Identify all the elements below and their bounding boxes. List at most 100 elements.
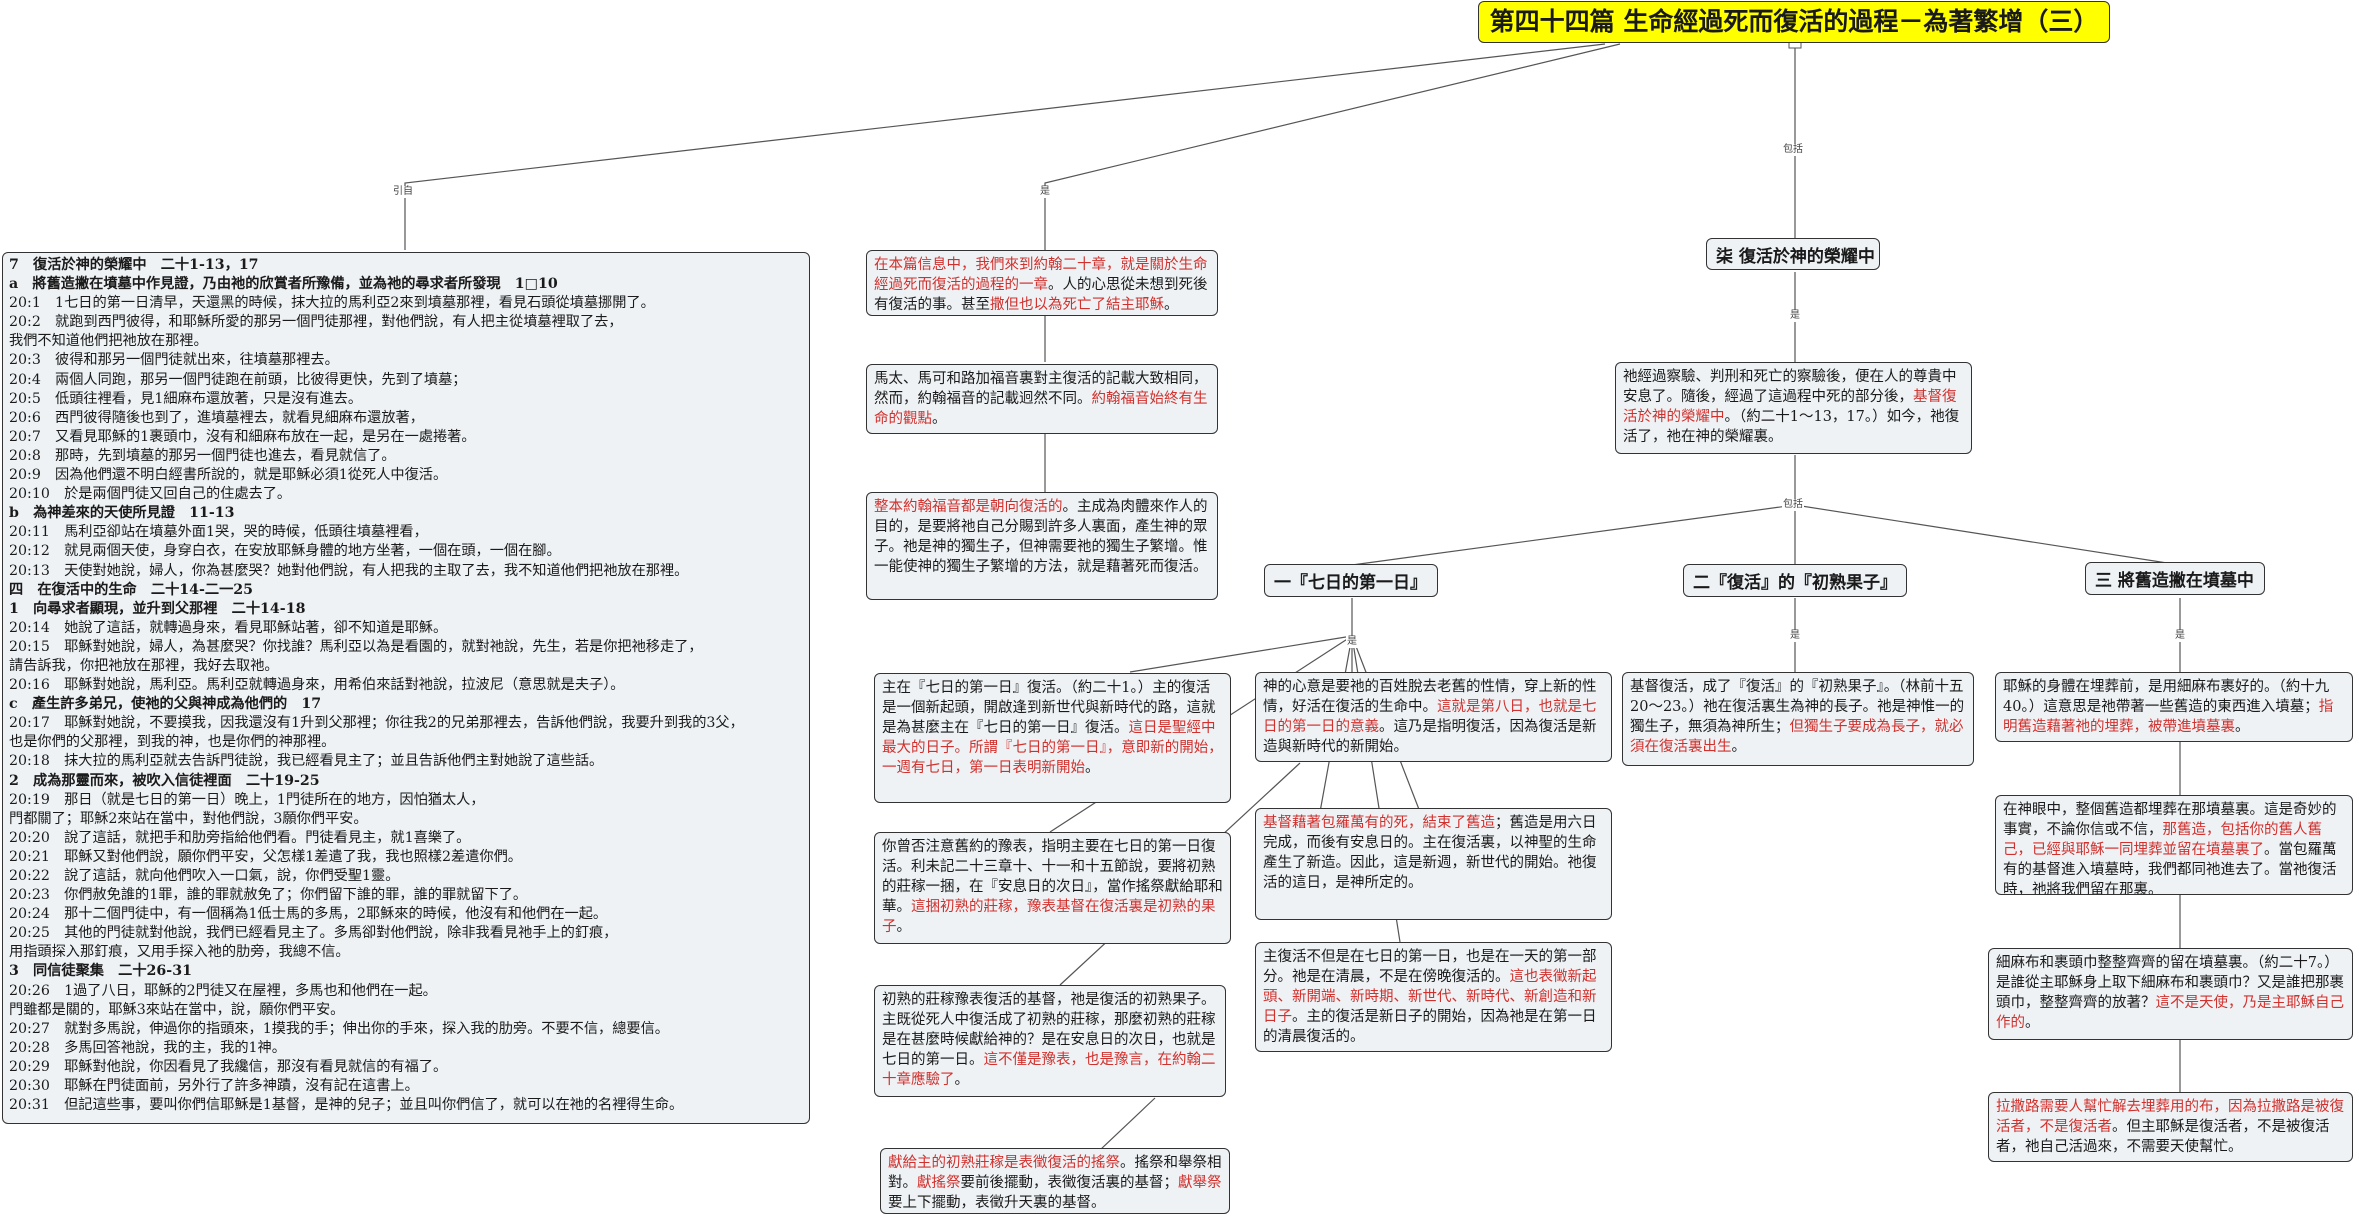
s1-note-early-morning[interactable]: 主復活不但是在七日的第一日，也是在一天的第一部分。祂是在清晨，不是在傍晚復活的。… (1255, 942, 1612, 1052)
body-text: 馬太、馬可和路加福音裏對主復活的記載大致相同，然而，約翰福音的記載迥然不同。 (874, 371, 1208, 407)
s3-note-linen-cloths[interactable]: 耶穌的身體在埋葬前，是用細麻布裹好的。（約十九40。）這意思是祂帶著一些舊造的東… (1995, 672, 2353, 742)
body-text: 要上下擺動，表徵升天裏的基督。 (888, 1195, 1106, 1211)
body-text: 祂經過察驗、判刑和死亡的察驗後，便在人的尊貴中安息了。隨後，經過了這過程中死的部… (1623, 369, 1957, 405)
s1-note-wave-offering[interactable]: 獻給主的初熟莊稼是表徵復活的搖祭。搖祭和舉祭相對。獻搖祭要前後擺動，表徵復活裏的… (880, 1148, 1230, 1214)
connector-label-is: 是 (1789, 630, 1801, 642)
body-text: 。 (1731, 739, 1747, 755)
scripture-verse: 20:26 1過了八日，耶穌的2門徒又在屋裡，多馬也和他們在一起。 (9, 982, 437, 999)
scripture-verse: 20:25 其他的門徒就對他說，我們已經看見主了。多馬卻對他們說，除非我看見祂手… (9, 925, 618, 942)
intro-note-1[interactable]: 在本篇信息中，我們來到約翰二十章，就是關於生命經過死而復活的過程的一章。人的心思… (866, 250, 1218, 316)
scripture-verse: 20:3 彼得和那另一個門徒就出來，往墳墓那裡去。 (9, 352, 339, 369)
connector-label-includes: 包括 (1782, 144, 1804, 156)
s1-note-eighth-day[interactable]: 神的心意是要祂的百姓脫去老舊的性情，穿上新的性情，好活在復活的生命中。這就是第八… (1255, 672, 1612, 762)
s3-note-handkerchief[interactable]: 細麻布和裹頭巾整整齊齊的留在墳墓裏。（約二十7。）是誰從主耶穌身上取下細麻布和裹… (1988, 948, 2353, 1040)
scripture-heading: 7 復活於神的榮耀中 二十1-13，17 (9, 257, 259, 273)
scripture-verse: 20:28 多馬回答祂說，我的主，我的1神。 (9, 1039, 286, 1056)
scripture-verse: 請告訴我，你把祂放在那裡，我好去取祂。 (9, 657, 279, 674)
body-text: 。 (954, 1072, 970, 1088)
highlighted-text: 這不是天使，乃是主耶穌自己作的 (1996, 995, 2344, 1031)
body-text: 神的心意是要祂的百姓脫去老舊的性情，穿上新的性情，好活在復活的生命中。 (1263, 679, 1597, 715)
body-text: 。主的復活是新日子的開始，因為祂是在第一日的清晨復活的。 (1263, 1009, 1597, 1045)
scripture-verse: 門都關了；耶穌2來站在當中，對他們說，3願你們平安。 (9, 810, 368, 827)
scripture-verse: 20:23 你們赦免誰的1罪，誰的罪就赦免了；你們留下誰的罪，誰的罪就留下了。 (9, 887, 528, 904)
highlighted-text: 約翰福音始終有生命的觀點 (874, 391, 1208, 427)
scripture-verse: 20:20 說了這話，就把手和肋旁指給他們看。門徒看見主，就1喜樂了。 (9, 829, 471, 846)
highlighted-text: 獻舉祭 (1178, 1175, 1222, 1191)
highlighted-text: 獻給主的初熟莊稼是表徵復活的搖祭 (888, 1155, 1120, 1171)
highlighted-text: 但獨生子要成為長子，就必須在復活裏出生 (1630, 719, 1964, 755)
highlighted-text: 這日是聖經中最大的日子。所謂『七日的第一日』，意即新的開始，一週有七日，第一日表… (882, 720, 1223, 776)
scripture-verse: 20:18 抹大拉的馬利亞就去告訴門徒說，我已經看見主了；並且告訴他們主對她說了… (9, 753, 604, 770)
scripture-verse: 20:15 耶穌對她說，婦人，為甚麼哭？你找誰？馬利亞以為是看園的，就對祂說，先… (9, 638, 703, 655)
highlighted-text: 這不僅是豫表，也是豫言，在約翰二十章應驗了 (882, 1052, 1216, 1088)
highlighted-text: 獻搖祭 (917, 1175, 961, 1191)
connector-label-is: 是 (1039, 186, 1051, 198)
scripture-verse: 20:19 那日（就是七日的第一日）晚上，1門徒所在的地方，因怕猶太人， (9, 791, 485, 808)
scripture-heading: 四 在復活中的生命 二十14-二一25 (9, 581, 254, 598)
node-resurrection-in-glory[interactable]: 柒 復活於神的榮耀中 (1706, 238, 1880, 270)
scripture-verse: 我們不知道他們把祂放在那裡。 (9, 333, 208, 350)
scripture-verse: 20:29 耶穌對他說，你因看見了我纔信，那沒有看見就信的有福了。 (9, 1058, 448, 1075)
scripture-verse: 20:10 於是兩個門徒又回自己的住處去了。 (9, 486, 292, 503)
scripture-verse: 20:16 耶穌對她說，馬利亞。馬利亞就轉過身來，用希伯來話對祂說，拉波尼（意思… (9, 677, 625, 694)
connector-label-includes: 包括 (1782, 499, 1804, 511)
connector-label-quote: 引自 (392, 186, 414, 198)
s2-note-firstborn[interactable]: 基督復活，成了『復活』的『初熟果子』。（林前十五20～23。）祂在復活裏生為神的… (1622, 672, 1974, 766)
section-first-day-of-week[interactable]: 一『七日的第一日』 (1264, 564, 1438, 597)
s3-note-buried-in-tomb[interactable]: 在神眼中，整個舊造都埋葬在那墳墓裏。這是奇妙的事實，不論你信或不信，那舊造，包括… (1995, 795, 2353, 895)
intro-note-2[interactable]: 馬太、馬可和路加福音裏對主復活的記載大致相同，然而，約翰福音的記載迥然不同。約翰… (866, 364, 1218, 434)
body-text: 細麻布和裹頭巾整整齊齊的留在墳墓裏。（約二十7。）是誰從主耶穌身上取下細麻布和裹… (1996, 955, 2344, 1011)
scripture-verse: 20:2 就跑到西門彼得，和耶穌所愛的那另一個門徒那裡，對他們說，有人把主從墳墓… (9, 314, 623, 331)
body-text: 。 (2025, 1015, 2040, 1031)
s1-note-typology[interactable]: 你曾否注意舊約的豫表，指明主要在七日的第一日復活。利未記二十三章十、十一和十五節… (874, 832, 1231, 944)
highlighted-text: 基督藉著包羅萬有的死，結束了舊造 (1263, 815, 1495, 831)
scripture-verse: 門雖都是關的，耶穌3來站在當中，說，願你們平安。 (9, 1001, 345, 1018)
highlighted-text: 這也表徵新起頭、新開端、新時期、新世代、新時代、新創造和新日子 (1263, 969, 1597, 1025)
s1-note-old-creation-ended[interactable]: 基督藉著包羅萬有的死，結束了舊造；舊造是用六日完成，而後有安息日的。主在復活裏，… (1255, 808, 1612, 920)
body-text: 。 (932, 411, 947, 427)
scripture-verse: 20:27 就對多馬說，伸過你的指頭來，1摸我的手；伸出你的手來，探入我的肋旁。… (9, 1020, 669, 1037)
connector-label-is: 是 (2174, 630, 2186, 642)
body-text: 。當包羅萬有的基督進入墳墓時，我們都同祂進去了。當祂復活時，祂將我們留在那裏。 (2003, 842, 2337, 895)
highlighted-text: 整本約翰福音都是朝向復活的 (874, 499, 1063, 515)
s3-note-lazarus[interactable]: 拉撒路需要人幫忙解去埋葬用的布，因為拉撒路是被復活者，不是復活者。但主耶穌是復活… (1988, 1092, 2353, 1162)
scripture-verse: 20:14 她說了這話，就轉過身來，看見耶穌站著，卻不知道是耶穌。 (9, 619, 448, 636)
scripture-verse: 20:31 但記這些事，要叫你們信耶穌是1基督，是神的兒子；並且叫你們信了，就可… (9, 1097, 684, 1114)
scripture-verse: 20:22 說了這話，就向他們吹入一口氣，說，你們受聖1靈。 (9, 868, 400, 884)
scripture-verse: 20:17 耶穌對她說，不要摸我，因我還沒有1升到父那裡；你往我2的兄弟那裡去，… (9, 715, 744, 732)
highlighted-text: 那舊造，包括你的舊人舊己，已經與耶穌一同埋葬並留在墳墓裏了 (2003, 822, 2322, 858)
scripture-verse: 20:12 就見兩個天使，身穿白衣，在安放耶穌身體的地方坐著，一個在頭，一個在腳… (9, 543, 561, 560)
highlighted-text: 撒但也以為死亡了結主耶穌 (990, 297, 1164, 313)
map-title[interactable]: 第四十四篇 生命經過死而復活的過程－為著繁增（三） (1478, 1, 2110, 43)
highlighted-text: 這捆初熟的莊稼，豫表基督在復活裏是初熟的果子 (882, 899, 1216, 935)
body-text: 你曾否注意舊約的豫表，指明主要在七日的第一日復活。利未記二十三章十、十一和十五節… (882, 839, 1223, 915)
scripture-heading: 2 成為那靈而來，被吹入信徒裡面 二十19-25 (9, 772, 320, 789)
scripture-quote-box[interactable]: 7 復活於神的榮耀中 二十1-13，17 a 將舊造撇在墳墓中作見證，乃由祂的欣賞… (2, 252, 810, 1124)
highlighted-text: 這就是第八日，也就是七日的第一日的意義 (1263, 699, 1597, 735)
body-text: 。人的心思從未想到死後有復活的事。甚至 (874, 277, 1208, 313)
body-text: 。搖祭和舉祭相對。 (888, 1155, 1222, 1191)
scripture-verse: 20:30 耶穌在門徒面前，另外行了許多神蹟，沒有記在這書上。 (9, 1078, 419, 1095)
scripture-verse: 也是你們的父那裡，到我的神，也是你們的神那裡。 (9, 734, 336, 751)
scripture-verse: 20:21 耶穌又對他們說，願你們平安，父怎樣1差遣了我，我也照樣2差遣你們。 (9, 848, 522, 865)
scripture-verse: 20:11 馬利亞卻站在墳墓外面1哭，哭的時候，低頭往墳墓裡看， (9, 524, 428, 541)
node-resurrection-in-glory-text[interactable]: 祂經過察驗、判刑和死亡的察驗後，便在人的尊貴中安息了。隨後，經過了這過程中死的部… (1615, 362, 1972, 454)
highlighted-text: 指明舊造藉著祂的埋葬，被帶進墳墓裏 (2003, 699, 2334, 735)
s1-note-firstfruits-sheaf[interactable]: 初熟的莊稼豫表復活的基督，祂是復活的初熟果子。主既從死人中復活成了初熟的莊稼，那… (874, 985, 1226, 1097)
scripture-heading: 3 同信徒聚集 二十26-31 (9, 963, 192, 980)
section-old-creation-left-in-tomb[interactable]: 三 將舊造撇在墳墓中 (2085, 562, 2265, 595)
scripture-verse: 用指頭探入那釘痕，又用手探入祂的肋旁，我總不信。 (9, 944, 350, 961)
s1-note-first-day[interactable]: 主在『七日的第一日』復活。（約二十1。）主的復活是一個新起頭，開啟逢到新世代與新… (874, 673, 1231, 803)
scripture-heading: a 將舊造撇在墳墓中作見證，乃由祂的欣賞者所豫備，並為祂的尋求者所發現 1□10 (9, 276, 558, 293)
body-text: 主復活不但是在七日的第一日，也是在一天的第一部分。祂是在清晨，不是在傍晚復活的。 (1263, 949, 1597, 985)
connector-label-is: 是 (1346, 636, 1358, 648)
intro-note-3[interactable]: 整本約翰福音都是朝向復活的。主成為肉體來作人的目的，是要將祂自己分賜到許多人裏面… (866, 492, 1218, 600)
scripture-heading: c 產生許多弟兄，使祂的父與神成為他們的 17 (9, 696, 322, 713)
highlighted-text: 在本篇信息中，我們來到約翰二十章，就是關於生命經過死而復活的過程的一章 (874, 257, 1208, 293)
body-text: 。主成為肉體來作人的目的，是要將祂自己分賜到許多人裏面，產生神的眾子。祂是神的獨… (874, 499, 1208, 575)
body-text: 。 (2235, 719, 2250, 735)
body-text: 。 (896, 919, 912, 935)
highlighted-text: 拉撒路需要人幫忙解去埋葬用的布，因為拉撒路是被復活者，不是復活者 (1996, 1099, 2344, 1135)
scripture-verse: 20:1 1七日的第一日清早，天還黑的時候，抹大拉的馬利亞2來到墳墓那裡，看見石… (9, 295, 655, 312)
section-firstfruits[interactable]: 二『復活』的『初熟果子』 (1683, 564, 1907, 597)
